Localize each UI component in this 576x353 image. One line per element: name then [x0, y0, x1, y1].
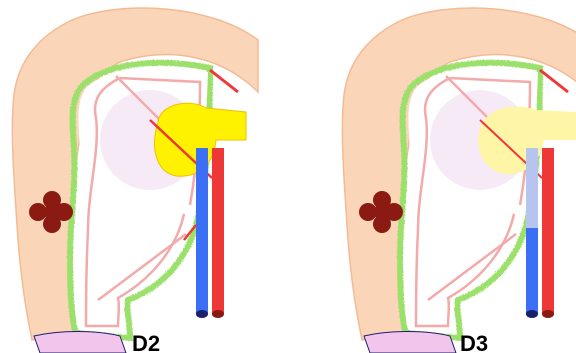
blue-tube-icon — [526, 148, 538, 318]
pink-base — [34, 332, 126, 353]
panel-label-d3: D3 — [460, 331, 488, 353]
panel-d3: D3 — [342, 8, 576, 353]
pink-base — [364, 332, 456, 353]
panel-label-d2: D2 — [132, 331, 160, 353]
red-tube-icon — [542, 148, 554, 318]
red-tube-icon — [212, 148, 224, 318]
panel-d2: D2 — [12, 8, 258, 353]
blue-tube-icon — [196, 148, 208, 318]
